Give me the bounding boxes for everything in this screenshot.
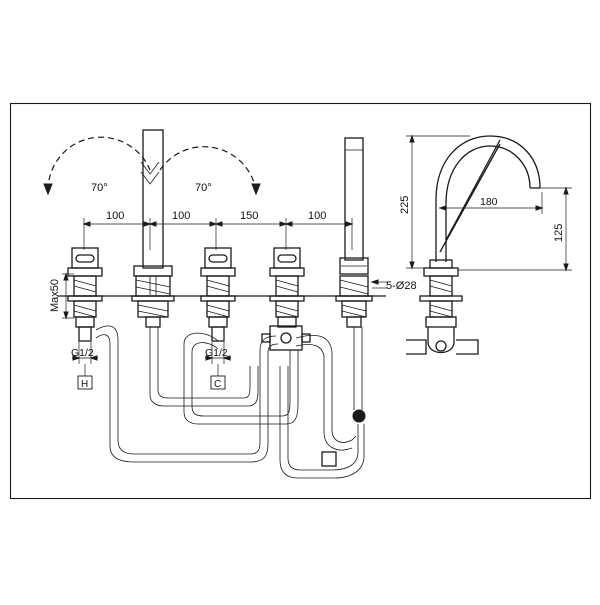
spout-reach-label: 180: [480, 196, 498, 208]
cold-thread-dimension: [205, 342, 231, 376]
spout-rotation-arcs: [43, 136, 261, 196]
hot-marker: H: [81, 379, 88, 390]
hole-diameter-label: 5-Ø28: [386, 280, 417, 292]
mixer-body: [261, 325, 311, 351]
spacing-dim-1: 100: [106, 210, 124, 222]
hot-marker-box: [77, 375, 93, 390]
hole-diameter-leader: [370, 279, 388, 289]
cold-marker: C: [214, 379, 221, 390]
drawing-frame: [9, 102, 592, 500]
spacing-dimension-line: [82, 218, 354, 250]
spacing-dim-2: 100: [172, 210, 190, 222]
hose-weight: [352, 409, 366, 423]
side-view-spout: [406, 135, 541, 355]
spout-height-label: 225: [399, 196, 411, 214]
valve-cold: [200, 247, 236, 342]
center-spout: [133, 129, 173, 295]
hot-thread-dimension: [72, 342, 98, 376]
braided-hoses: [95, 325, 365, 479]
spout-clearance-label: 125: [553, 224, 565, 242]
center-spout-shank: [131, 275, 175, 328]
rotation-angle-left: 70°: [91, 182, 108, 194]
spout-height-dimension: [406, 134, 470, 270]
hot-thread-label: G1/2: [71, 347, 94, 359]
spout-clearance-dimension: [458, 186, 572, 272]
shower-shank: [335, 275, 373, 328]
valve-diverter: [269, 247, 305, 328]
spacing-dim-3: 150: [240, 210, 258, 222]
cold-thread-label: G1/2: [205, 347, 228, 359]
spout-reach-dimension: [438, 192, 544, 214]
spacing-dim-4: 100: [308, 210, 326, 222]
hand-shower: [339, 137, 369, 275]
max-height-label: Max50: [49, 279, 61, 312]
hose-connector: [321, 451, 337, 467]
cold-marker-box: [210, 375, 226, 390]
max-height-dimension: [62, 272, 74, 320]
rotation-angle-right: 70°: [195, 182, 212, 194]
valve-hot: [67, 247, 103, 342]
